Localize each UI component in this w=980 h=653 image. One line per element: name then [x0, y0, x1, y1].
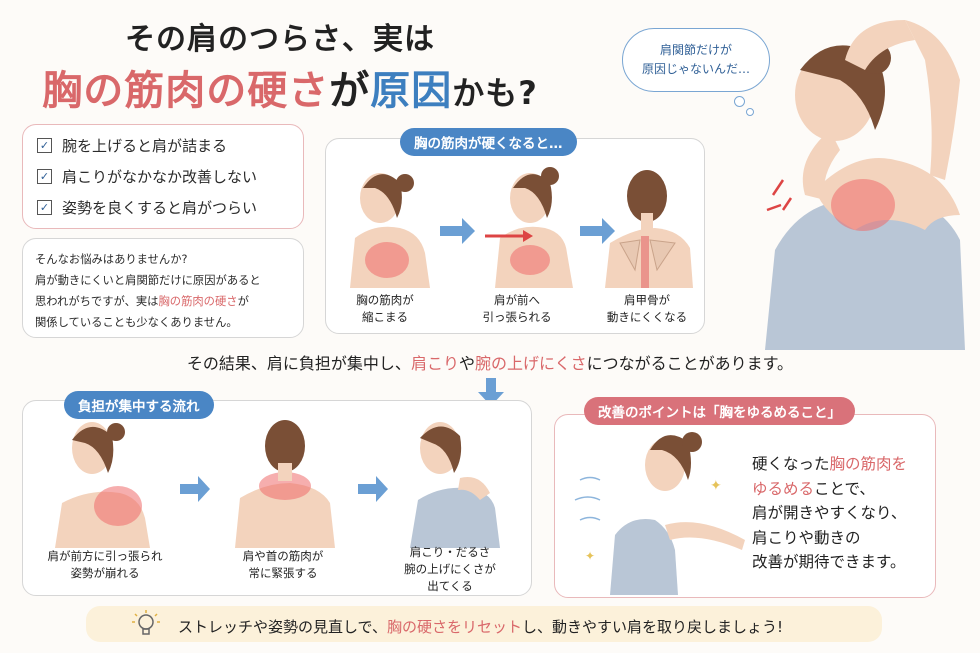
- check-icon: ✓: [37, 169, 52, 184]
- bubble-line2: 原因じゃないんだ…: [641, 62, 750, 76]
- caption-line: 肩が前方に引っ張られ: [47, 549, 163, 563]
- figure-posture-collapse: [55, 422, 150, 548]
- checklist-item: ✓ 姿勢を良くすると肩がつらい: [37, 197, 289, 218]
- result-statement: その結果、肩に負担が集中し、肩こりや腕の上げにくさにつながることがあります。: [0, 350, 980, 374]
- improve-line: 肩が開きやすくなり、: [752, 504, 907, 522]
- bubble-dot: [746, 108, 754, 116]
- mechanism-illustrations: [350, 167, 693, 288]
- svg-text:✦: ✦: [585, 549, 595, 563]
- checklist-text: 姿勢を良くすると肩がつらい: [62, 199, 258, 217]
- bottom-highlight: 胸の硬さをリセット: [386, 618, 522, 636]
- thought-bubble: 肩関節だけが 原因じゃないんだ…: [622, 28, 770, 92]
- flow-header: 負担が集中する流れ: [64, 391, 214, 419]
- worry-text: 思われがちですが、実は: [35, 295, 159, 308]
- worry-text: が: [237, 295, 249, 308]
- caption-line: 肩甲骨が: [624, 293, 670, 307]
- caption-line: 出てくる: [427, 579, 473, 593]
- figure-chest-tight: [350, 173, 430, 288]
- woman-chest-opening-illustration: ✦ ✦: [574, 432, 745, 595]
- check-icon: ✓: [37, 138, 52, 153]
- title-highlight-cause: 原因: [370, 68, 453, 114]
- improve-highlight: 胸の筋肉を: [829, 455, 908, 473]
- caption-line: 動きにくくなる: [606, 310, 688, 324]
- result-highlight: 腕の上げにくさ: [474, 354, 587, 373]
- caption-line: 肩や首の筋肉が: [242, 549, 324, 563]
- mechanism-header: 胸の筋肉が硬くなると…: [400, 128, 577, 156]
- improve-highlight: ゆるめる: [752, 479, 815, 498]
- woman-stretching-illustration: [765, 20, 965, 350]
- checklist-item: ✓ 腕を上げると肩が詰まる: [37, 135, 289, 156]
- result-text: や: [458, 354, 475, 373]
- mechanism-caption: 肩が前へ 引っ張られる: [462, 292, 572, 326]
- bottom-text: ストレッチや姿勢の見直しで、: [178, 618, 387, 636]
- flow-caption: 肩が前方に引っ張られ 姿勢が崩れる: [30, 548, 180, 582]
- check-icon: ✓: [37, 200, 52, 215]
- arrow-right-icon: [602, 218, 615, 244]
- worry-line2: 肩が動きにくいと肩関節だけに原因があると: [35, 274, 261, 287]
- improve-line: ゆるめることで、: [752, 477, 907, 502]
- figure-scapula-stiff: [605, 170, 693, 288]
- arrow-right-icon: [462, 218, 475, 244]
- improve-text: ことで、: [814, 479, 875, 498]
- caption-line: 縮こまる: [362, 310, 408, 324]
- mechanism-caption: 肩甲骨が 動きにくくなる: [592, 292, 702, 326]
- flow-caption: 肩や首の筋肉が 常に緊張する: [218, 548, 348, 582]
- bottom-banner: [86, 606, 882, 642]
- improve-line: 肩こりや動きの: [752, 528, 861, 547]
- worry-line1: そんなお悩みはありませんか?: [35, 253, 188, 266]
- flow-caption: 肩こり・だるさ 腕の上げにくさが 出てくる: [385, 544, 515, 595]
- improvement-text: 硬くなった胸の筋肉を ゆるめることで、 肩が開きやすくなり、 肩こりや動きの 改…: [752, 452, 907, 575]
- title-line2: 胸の筋肉の硬さが原因かも?: [10, 58, 570, 116]
- worry-highlight: 胸の筋肉の硬さ: [158, 295, 238, 308]
- mechanism-caption: 胸の筋肉が 縮こまる: [335, 292, 435, 326]
- title-highlight-chest: 胸の筋肉の硬さ: [42, 68, 330, 114]
- result-highlight: 肩こり: [410, 354, 459, 373]
- improve-line: 硬くなった胸の筋肉を: [752, 452, 907, 477]
- caption-line: 引っ張られる: [482, 310, 552, 324]
- caption-line: 肩こり・だるさ: [409, 545, 491, 559]
- arrow-right-icon: [376, 476, 388, 502]
- result-text: につながることがあります。: [586, 354, 794, 373]
- figure-neck-tension: [235, 420, 335, 548]
- bottom-message: ストレッチや姿勢の見直しで、胸の硬さをリセットし、動きやすい肩を取り戻しましょう…: [178, 616, 783, 637]
- title-particle: が: [329, 68, 371, 114]
- checklist-item: ✓ 肩こりがなかなか改善しない: [37, 166, 289, 187]
- arrow-down-icon: [478, 378, 504, 406]
- worry-line4: 関係していることも少なくありません。: [35, 316, 238, 329]
- flow-illustrations: [55, 420, 500, 548]
- bubble-dot: [734, 96, 745, 107]
- caption-line: 姿勢が崩れる: [70, 566, 140, 580]
- checklist-text: 肩こりがなかなか改善しない: [62, 168, 258, 186]
- improvement-header: 改善のポイントは「胸をゆるめること」: [584, 397, 855, 425]
- title-ending: かも?: [452, 74, 538, 112]
- improve-line: 改善が期待できます。: [752, 553, 906, 571]
- figure-shoulder-forward: [485, 167, 573, 288]
- caption-line: 胸の筋肉が: [356, 293, 414, 307]
- caption-line: 肩が前へ: [494, 293, 540, 307]
- worry-description: そんなお悩みはありませんか? 肩が動きにくいと肩関節だけに原因があると 思われが…: [22, 238, 304, 338]
- result-text: その結果、肩に負担が集中し、: [186, 354, 411, 373]
- checklist-text: 腕を上げると肩が詰まる: [62, 137, 228, 155]
- arrow-right-icon: [198, 476, 210, 502]
- caption-line: 腕の上げにくさが: [404, 562, 496, 576]
- figure-shoulder-fatigue: [410, 422, 500, 548]
- bubble-line1: 肩関節だけが: [659, 43, 732, 57]
- symptom-checklist: ✓ 腕を上げると肩が詰まる ✓ 肩こりがなかなか改善しない ✓ 姿勢を良くすると…: [22, 124, 304, 229]
- svg-text:✦: ✦: [710, 478, 722, 494]
- lightbulb-icon: [132, 610, 160, 635]
- title-line1: その肩のつらさ、実は: [125, 22, 435, 57]
- worry-line3: 思われがちですが、実は胸の筋肉の硬さが: [35, 291, 291, 312]
- caption-line: 常に緊張する: [248, 566, 318, 580]
- bottom-text: し、動きやすい肩を取り戻しましょう!: [521, 618, 783, 636]
- improve-text: 硬くなった: [752, 455, 830, 473]
